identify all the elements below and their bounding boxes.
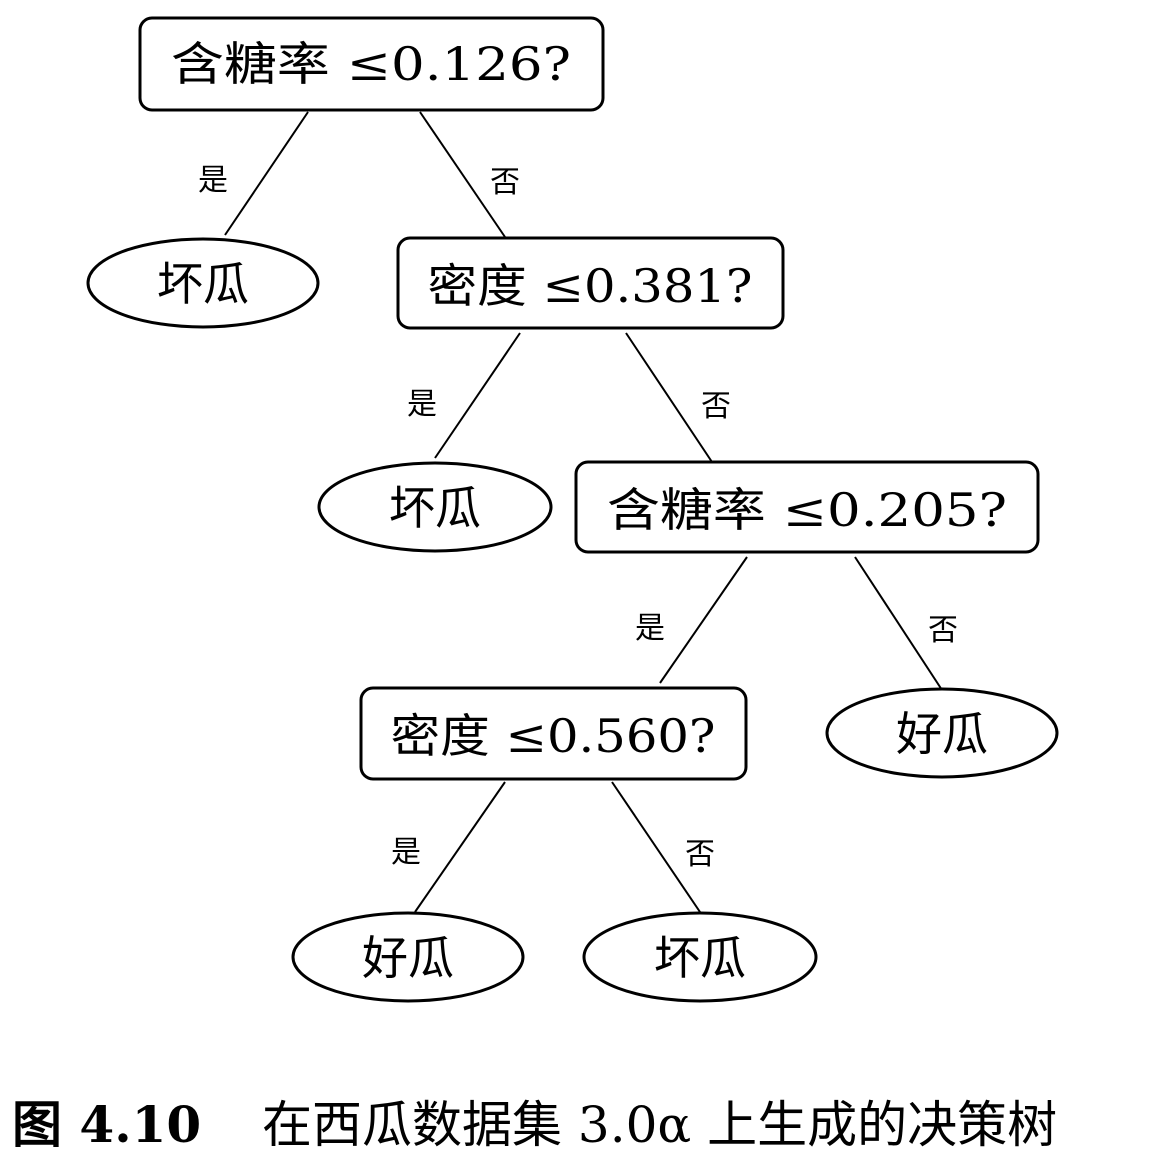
- edge-label-sugar2-yes: 是: [635, 611, 665, 646]
- edge-sugar2-yes: [659, 556, 748, 684]
- edge-root-yes: [224, 111, 309, 236]
- leaf-node-bad-1: 坏瓜: [86, 237, 320, 329]
- decision-node-sugar-2-label: 含糖率 ≤0.205?: [607, 483, 1007, 537]
- decision-node-root: 含糖率 ≤0.126?: [138, 16, 605, 112]
- leaf-node-bad-1-label: 坏瓜: [157, 257, 249, 311]
- edge-label-density2-no: 否: [685, 837, 715, 872]
- leaf-node-bad-2: 坏瓜: [317, 461, 553, 553]
- leaf-node-good-2-label: 好瓜: [362, 931, 454, 985]
- leaf-node-bad-3-label: 坏瓜: [654, 931, 746, 985]
- edge-label-density1-no: 否: [701, 389, 731, 424]
- edge-density2-no: [611, 781, 701, 913]
- edge-label-root-no: 否: [490, 165, 520, 200]
- edge-label-density2-yes: 是: [391, 835, 421, 870]
- edge-density1-no: [625, 332, 713, 463]
- figure-caption-text: 在西瓜数据集 3.0α 上生成的决策树: [262, 1096, 1058, 1154]
- edge-root-no: [419, 111, 506, 238]
- leaf-node-good-1: 好瓜: [825, 687, 1059, 779]
- edge-density2-yes: [414, 781, 506, 913]
- decision-node-density-2: 密度 ≤0.560?: [359, 686, 748, 781]
- leaf-node-good-1-label: 好瓜: [896, 707, 988, 761]
- figure-number: 图 4.10: [12, 1095, 202, 1154]
- leaf-node-bad-2-label: 坏瓜: [389, 481, 481, 535]
- leaf-node-good-2: 好瓜: [291, 911, 525, 1003]
- figure-caption: 图 4.10 在西瓜数据集 3.0α 上生成的决策树: [0, 1095, 1151, 1155]
- leaf-node-bad-3: 坏瓜: [582, 911, 818, 1003]
- decision-node-density-1-label: 密度 ≤0.381?: [428, 259, 753, 313]
- edge-sugar2-no: [854, 556, 943, 691]
- edge-label-density1-yes: 是: [407, 387, 437, 422]
- decision-node-root-label: 含糖率 ≤0.126?: [171, 37, 571, 91]
- edge-density1-yes: [434, 332, 521, 459]
- decision-tree-diagram: 是 否 是 否 是 否 是 否 含糖率 ≤0.126? 密度 ≤0.381? 含…: [86, 16, 1059, 1003]
- edge-label-root-yes: 是: [198, 163, 228, 198]
- decision-node-sugar-2: 含糖率 ≤0.205?: [574, 460, 1040, 554]
- edge-label-sugar2-no: 否: [928, 613, 958, 648]
- decision-node-density-2-label: 密度 ≤0.560?: [391, 709, 716, 763]
- decision-node-density-1: 密度 ≤0.381?: [396, 236, 785, 330]
